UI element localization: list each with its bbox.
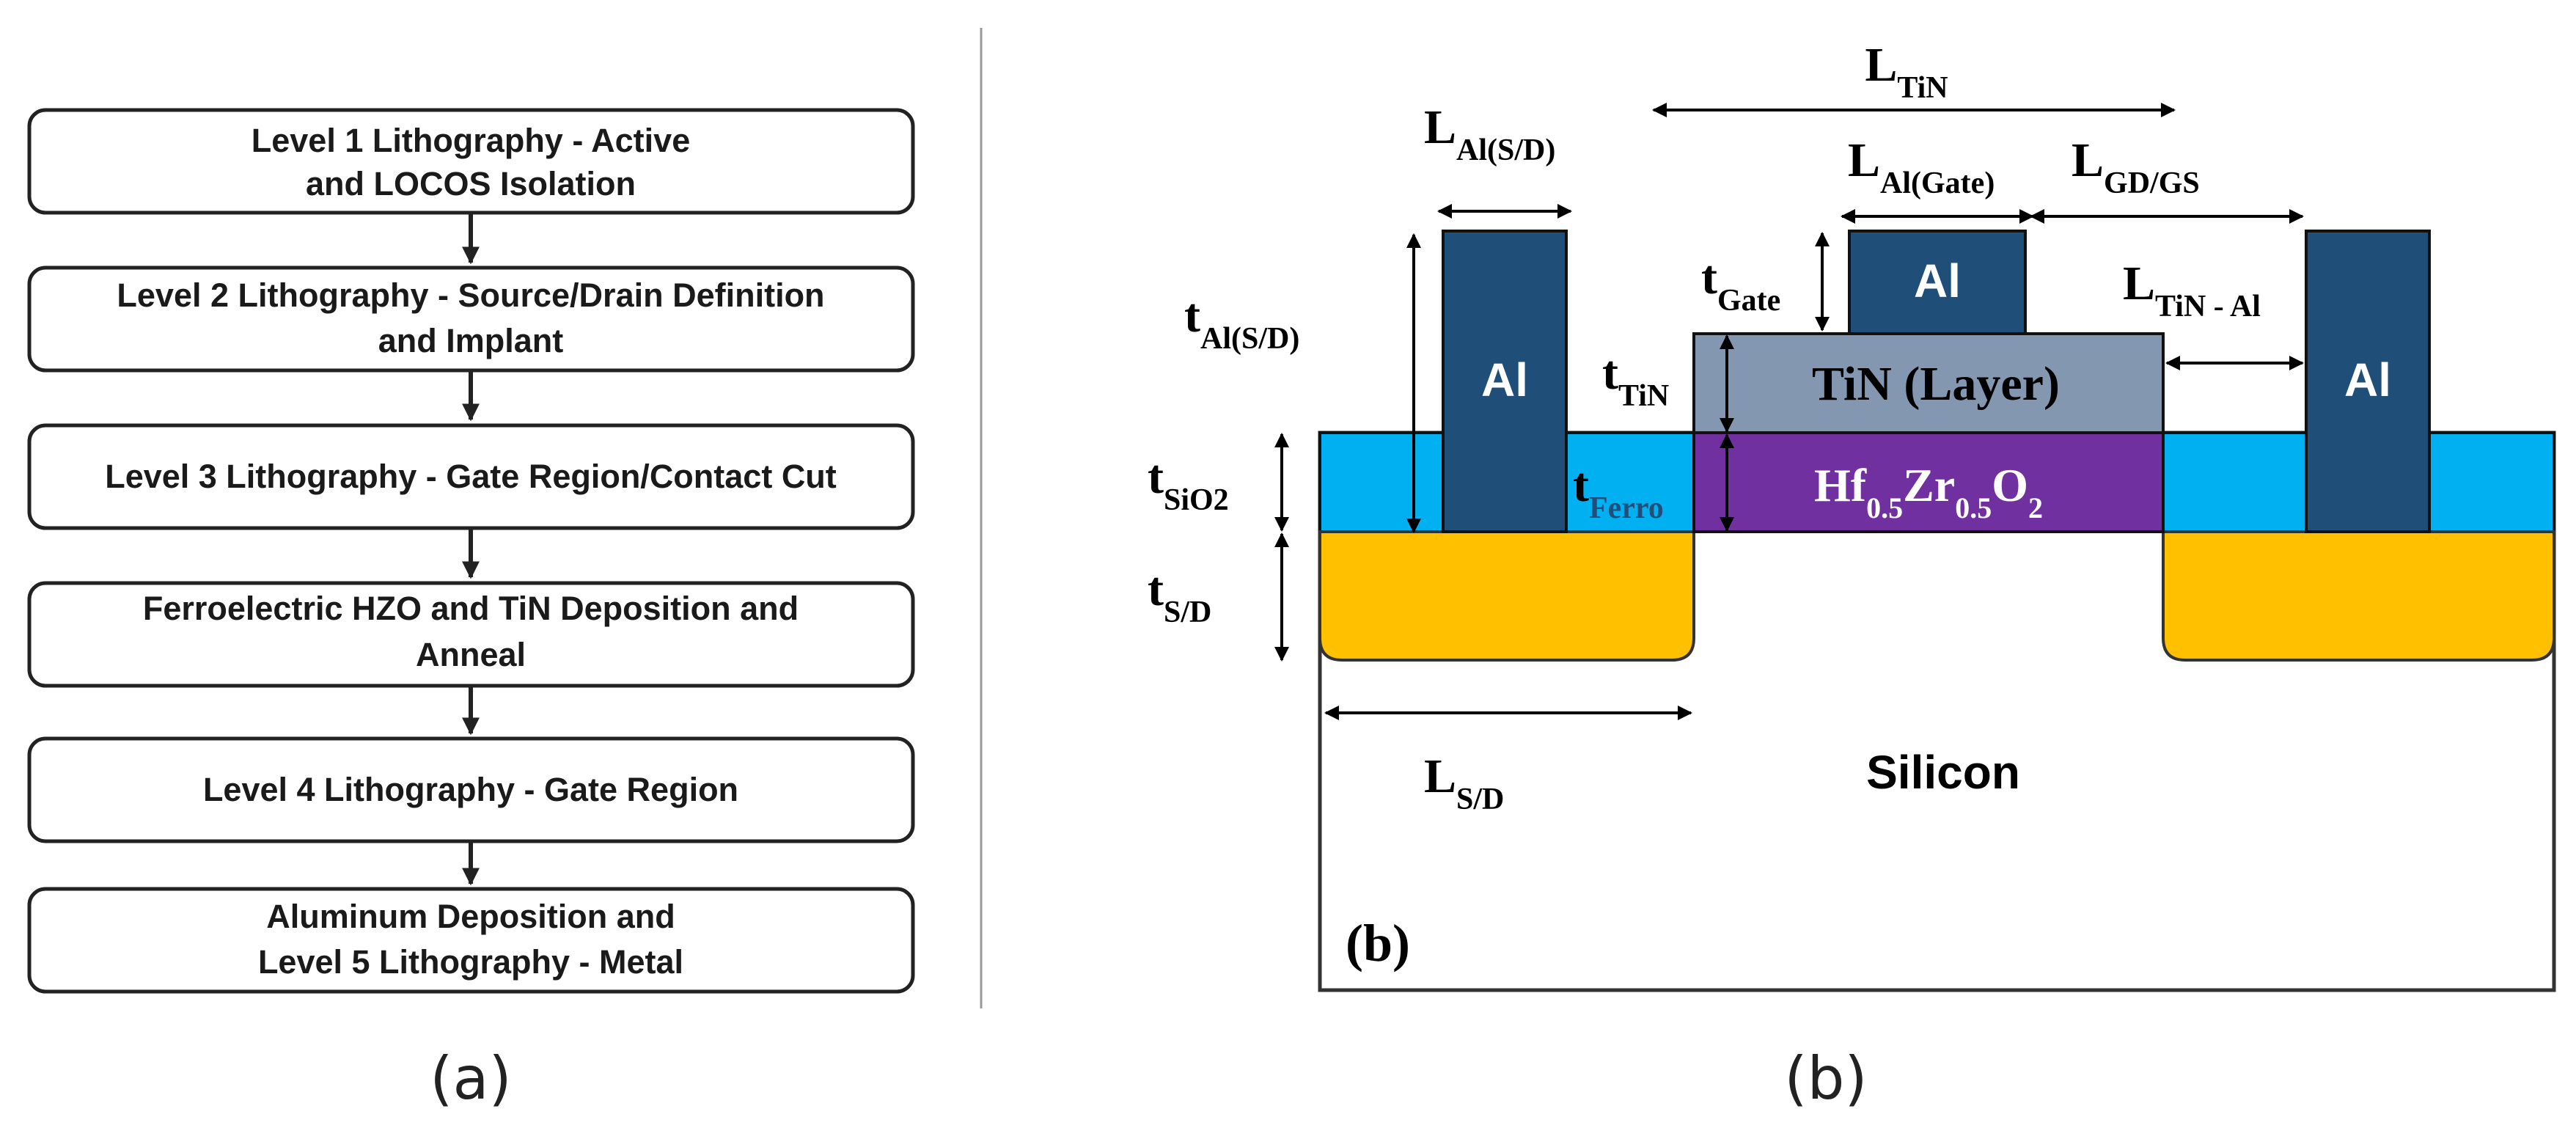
device-cross-section: Hf0.5Zr0.5O2 TiN (Layer) Al Al Al Silico… xyxy=(1318,230,2556,992)
al-source-contact xyxy=(1442,230,1568,533)
al-drain-label: Al xyxy=(2344,354,2391,406)
flow-step-1-line1: Level 1 Lithography - Active xyxy=(252,122,690,159)
source-region xyxy=(1318,530,1695,662)
flow-step-4-line2: Anneal xyxy=(416,636,526,673)
flow-step-6-box xyxy=(27,887,915,994)
dim-label-l-tin-al: LTiN - Al xyxy=(2123,257,2261,323)
dim-label-t-ferro: tFerro xyxy=(1573,458,1664,525)
dim-label-l-sd: LS/D xyxy=(1424,750,1504,816)
dim-label-l-gd-gs: LGD/GS xyxy=(2072,133,2200,200)
flow-step-6-line2: Level 5 Lithography - Metal xyxy=(258,943,683,981)
flow-step-6-line1: Aluminum Deposition and xyxy=(266,898,675,935)
panel-a-caption: (a) xyxy=(430,1044,511,1113)
dim-label-t-sd: tS/D xyxy=(1148,563,1211,629)
al-gate-label: Al xyxy=(1914,254,1961,307)
dimension-annotations: LTiN LAl(S/D) LAl(Gate) LGD/GS LTiN - Al… xyxy=(1148,38,2304,816)
al-source-label: Al xyxy=(1481,354,1528,406)
dim-label-l-al-gate: LAl(Gate) xyxy=(1848,133,1995,200)
flow-step-3-line1: Level 3 Lithography - Gate Region/Contac… xyxy=(105,458,837,495)
silicon-label: Silicon xyxy=(1866,746,2020,799)
flow-step-4-line1: Ferroelectric HZO and TiN Deposition and xyxy=(143,590,799,627)
dim-label-t-sio2: tSiO2 xyxy=(1148,450,1229,517)
panel-b-caption: (b) xyxy=(1784,1044,1867,1113)
al-gate-contact xyxy=(1848,230,2027,335)
dim-label-t-al-sd: tAl(S/D) xyxy=(1184,289,1299,356)
dim-label-t-tin: tTiN xyxy=(1602,346,1669,413)
drain-region xyxy=(2162,530,2555,662)
al-drain-contact xyxy=(2305,230,2431,533)
flow-step-1-line2: and LOCOS Isolation xyxy=(306,165,636,202)
tin-layer xyxy=(1692,332,2165,434)
dim-label-l-tin: LTiN xyxy=(1865,38,1948,105)
dim-label-l-al-sd: LAl(S/D) xyxy=(1424,100,1555,167)
panel-b-inset-label: (b) xyxy=(1346,914,1410,973)
dim-label-t-gate: tGate xyxy=(1701,251,1780,318)
flow-step-5-line1: Level 4 Lithography - Gate Region xyxy=(203,771,738,808)
hzo-label: Hf0.5Zr0.5O2 xyxy=(1814,459,2043,524)
process-flowchart: Level 1 Lithography - Active and LOCOS I… xyxy=(27,108,915,994)
flow-step-2-line1: Level 2 Lithography - Source/Drain Defin… xyxy=(117,276,824,314)
flow-step-2-line2: and Implant xyxy=(378,322,564,359)
tin-layer-label: TiN (Layer) xyxy=(1812,357,2060,411)
